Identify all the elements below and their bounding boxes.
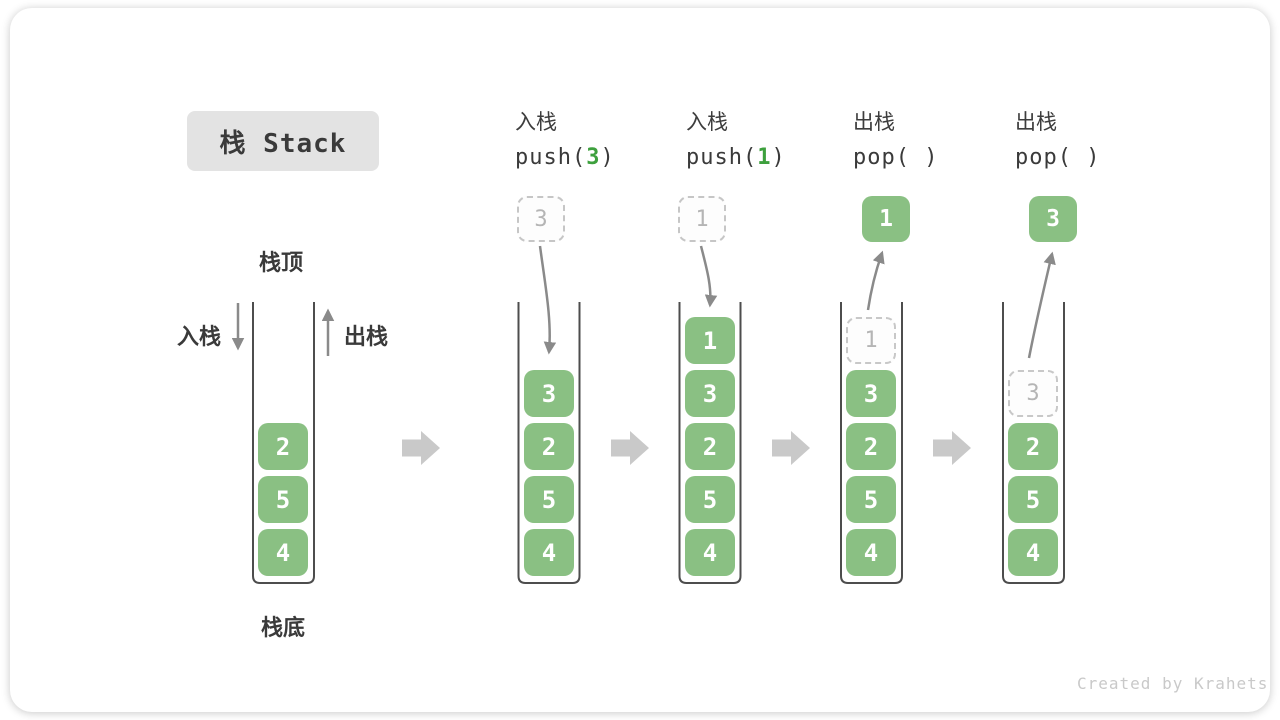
stack-block: 3	[685, 370, 735, 417]
operation-name: 出栈	[1015, 110, 1057, 134]
operation-label-push-3: 入栈 push(3)	[515, 106, 615, 170]
stack-block: 4	[524, 529, 574, 576]
operation-code: push(3)	[515, 145, 615, 170]
popped-value-box: 3	[1029, 196, 1077, 242]
stack-state-after-push-3: 3 2 5 4	[524, 302, 574, 583]
stack-block: 5	[258, 476, 308, 523]
operation-name: 入栈	[686, 110, 728, 134]
stack-bottom-label: 栈底	[261, 616, 306, 641]
stack-block: 5	[524, 476, 574, 523]
stack-block: 5	[1008, 476, 1058, 523]
removed-block-ghost: 3	[1008, 370, 1058, 417]
operation-label-pop-1: 出栈 pop( )	[853, 106, 938, 170]
stack-block: 2	[685, 423, 735, 470]
operation-code: push(1)	[686, 145, 786, 170]
operation-label-pop-3: 出栈 pop( )	[1015, 106, 1100, 170]
incoming-value-box: 3	[517, 196, 565, 242]
push-side-label: 入栈	[177, 325, 222, 350]
stack-block: 4	[1008, 529, 1058, 576]
code-argument	[1072, 145, 1086, 170]
stack-block: 3	[846, 370, 896, 417]
operation-name: 入栈	[515, 110, 557, 134]
stack-block: 4	[685, 529, 735, 576]
stack-state-initial: 2 5 4	[258, 302, 308, 583]
pop-side-label: 出栈	[344, 325, 389, 350]
code-argument: 1	[757, 145, 772, 170]
operation-code: pop( )	[853, 145, 939, 170]
incoming-value-box: 1	[678, 196, 726, 242]
stack-state-after-push-1: 1 3 2 5 4	[685, 302, 735, 583]
diagram-title: 栈 Stack	[187, 111, 379, 171]
code-argument: 3	[586, 145, 601, 170]
stack-block: 3	[524, 370, 574, 417]
operation-name: 出栈	[853, 110, 895, 134]
stack-top-label: 栈顶	[259, 251, 304, 276]
stack-block: 5	[685, 476, 735, 523]
stack-state-after-pop-3: 3 2 5 4	[1008, 302, 1058, 583]
operation-code: pop( )	[1015, 145, 1101, 170]
stack-block: 1	[685, 317, 735, 364]
popped-value-box: 1	[862, 196, 910, 242]
stack-block: 4	[846, 529, 896, 576]
stack-block: 2	[1008, 423, 1058, 470]
watermark: Created by Krahets	[1077, 674, 1269, 693]
stack-block: 2	[258, 423, 308, 470]
removed-block-ghost: 1	[846, 317, 896, 364]
stack-block: 2	[846, 423, 896, 470]
stack-block: 2	[524, 423, 574, 470]
stack-state-after-pop-1: 1 3 2 5 4	[846, 302, 896, 583]
stack-block: 4	[258, 529, 308, 576]
code-argument	[910, 145, 924, 170]
operation-label-push-1: 入栈 push(1)	[686, 106, 786, 170]
stack-block: 5	[846, 476, 896, 523]
